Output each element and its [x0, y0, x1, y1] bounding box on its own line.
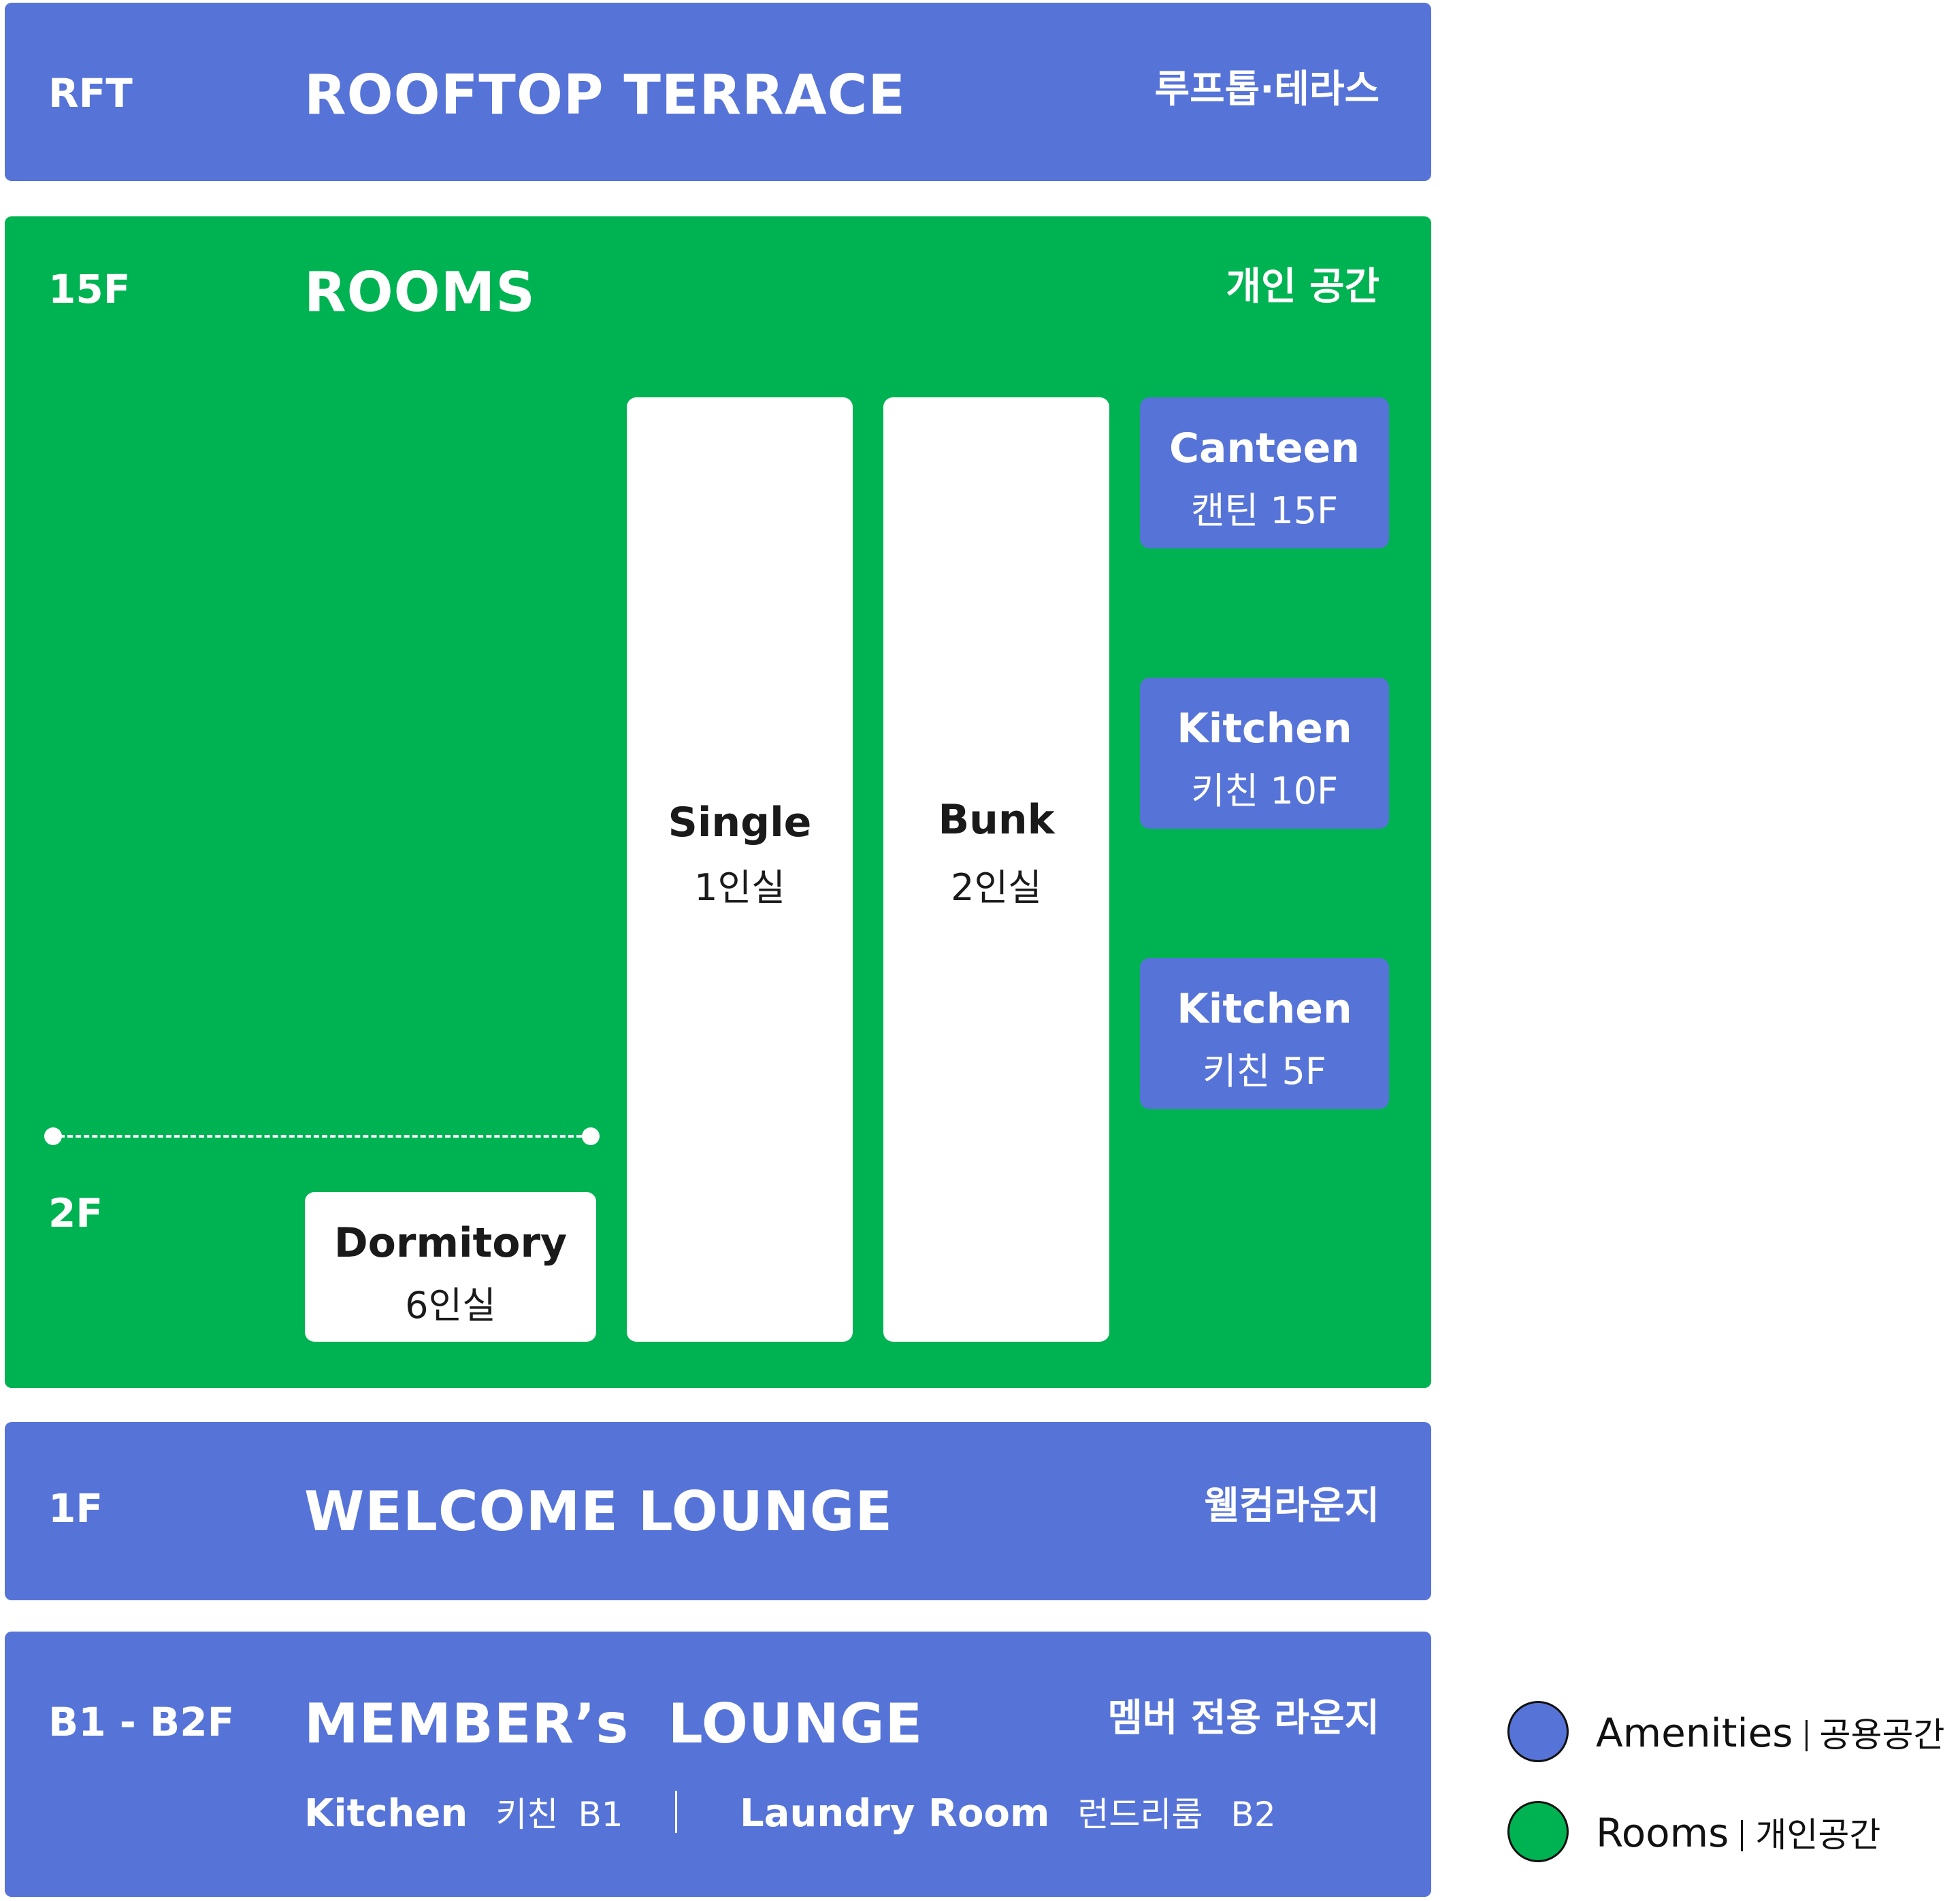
legend-separator: [1741, 1819, 1744, 1851]
legend-rooms-ko: 개인공간: [1755, 1815, 1881, 1855]
member-lounge-band: B1 - B2F MEMBER’s LOUNGE 멤버 전용 라운지 Kitch…: [5, 1632, 1431, 1897]
floor-label-rft: RFT: [48, 70, 133, 116]
dormitory-capacity: 6인실: [405, 1284, 496, 1327]
legend-rooms-en: Rooms: [1596, 1810, 1729, 1856]
floor-range-line: [59, 1135, 590, 1138]
legend-amenities-label: Amenities 공용공간: [1596, 1713, 1945, 1753]
single-label: Single: [668, 799, 812, 846]
rooftop-korean-label: 루프톱·테라스: [1154, 67, 1379, 112]
dormitory-card: Dormitory 6인실: [305, 1192, 596, 1342]
kitchen-5f-floor: 키친 5F: [1203, 1050, 1326, 1093]
welcome-lounge-korean-label: 웰컴라운지: [1204, 1484, 1379, 1528]
legend-amenities-en: Amenities: [1596, 1710, 1793, 1756]
member-lounge-title: MEMBER’s LOUNGE: [304, 1692, 924, 1755]
canteen-floor: 캔틴 15F: [1190, 489, 1339, 532]
legend-separator: [1805, 1719, 1808, 1751]
member-divider: [675, 1791, 677, 1833]
floor-label-2f: 2F: [48, 1190, 103, 1236]
member-laundry-floor: B2: [1230, 1795, 1276, 1834]
single-capacity: 1인실: [694, 866, 785, 909]
rooms-band: 15F ROOMS 개인 공간 2F Dormitory 6인실 Single …: [5, 216, 1431, 1388]
welcome-lounge-title: WELCOME LOUNGE: [304, 1480, 894, 1543]
member-laundry-row: Laundry Room 런드리룸 B2: [740, 1795, 1276, 1833]
member-kitchen-row: Kitchen 키친 B1: [304, 1795, 623, 1833]
welcome-lounge-band: 1F WELCOME LOUNGE 웰컴라운지: [5, 1422, 1431, 1600]
rooms-title: ROOMS: [304, 261, 536, 324]
kitchen-5f-card: Kitchen 키친 5F: [1140, 958, 1389, 1109]
member-laundry-label: Laundry Room: [740, 1791, 1050, 1836]
bunk-card: Bunk 2인실: [883, 397, 1109, 1342]
floor-label-b1-b2f: B1 - B2F: [48, 1699, 235, 1745]
bunk-label: Bunk: [938, 796, 1055, 844]
member-laundry-korean: 런드리룸: [1077, 1795, 1203, 1834]
legend-rooms-swatch: [1507, 1801, 1569, 1862]
range-start-dot: [44, 1127, 62, 1145]
rooms-korean-label: 개인 공간: [1226, 265, 1379, 309]
member-kitchen-floor: B1: [578, 1795, 623, 1834]
rooftop-title: ROOFTOP TERRACE: [304, 63, 906, 127]
member-kitchen-label: Kitchen: [304, 1791, 468, 1836]
canteen-label: Canteen: [1169, 425, 1360, 472]
member-kitchen-korean: 키친: [495, 1795, 559, 1834]
floor-label-15f: 15F: [48, 266, 131, 312]
kitchen-10f-card: Kitchen 키친 10F: [1140, 678, 1389, 829]
kitchen-5f-label: Kitchen: [1177, 985, 1352, 1033]
rooftop-band: RFT ROOFTOP TERRACE 루프톱·테라스: [5, 3, 1431, 181]
canteen-card: Canteen 캔틴 15F: [1140, 397, 1389, 548]
single-card: Single 1인실: [627, 397, 853, 1342]
dormitory-label: Dormitory: [333, 1219, 568, 1267]
floor-label-1f: 1F: [48, 1485, 103, 1532]
legend-amenities-swatch: [1507, 1701, 1569, 1762]
member-lounge-korean-label: 멤버 전용 라운지: [1107, 1696, 1379, 1740]
bunk-capacity: 2인실: [951, 866, 1042, 909]
kitchen-10f-label: Kitchen: [1177, 705, 1352, 753]
legend-rooms-label: Rooms 개인공간: [1596, 1813, 1880, 1853]
kitchen-10f-floor: 키친 10F: [1190, 770, 1339, 812]
legend-amenities-ko: 공용공간: [1819, 1715, 1945, 1755]
range-end-dot: [582, 1127, 600, 1145]
